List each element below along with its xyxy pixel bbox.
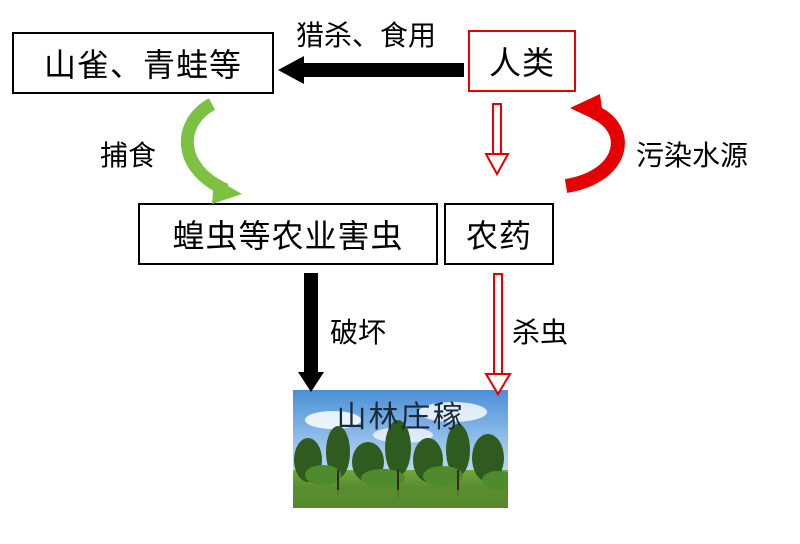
node-pesticide-label: 农药 xyxy=(465,217,532,255)
arrow-prey xyxy=(181,98,242,204)
node-birds-frogs-label: 山雀、青蛙等 xyxy=(43,46,242,84)
node-forest-crops-label: 山林庄稼 xyxy=(336,400,465,435)
node-forest-crops: 山林庄稼 xyxy=(293,390,508,508)
node-locusts-pests: 蝗虫等农业害虫 xyxy=(138,203,438,265)
node-pesticide: 农药 xyxy=(444,203,554,265)
forest-image xyxy=(293,390,508,508)
label-prey: 捕食 xyxy=(100,139,157,172)
node-locusts-pests-label: 蝗虫等农业害虫 xyxy=(172,217,404,255)
label-hunt-eat: 猎杀、食用 xyxy=(296,19,437,52)
label-pollute-water: 污染水源 xyxy=(636,139,749,172)
label-destroy: 破坏 xyxy=(330,316,387,349)
arrow-hunt-eat xyxy=(278,56,464,84)
node-birds-frogs: 山雀、青蛙等 xyxy=(12,32,274,94)
arrow-pollute-water xyxy=(564,94,625,193)
arrow-destroy xyxy=(298,273,324,392)
label-kill-insects: 杀虫 xyxy=(512,316,569,349)
arrow-humans-pesticide xyxy=(484,103,510,177)
node-humans-label: 人类 xyxy=(488,44,555,82)
arrow-kill-insects xyxy=(484,273,512,396)
node-humans: 人类 xyxy=(468,30,576,92)
